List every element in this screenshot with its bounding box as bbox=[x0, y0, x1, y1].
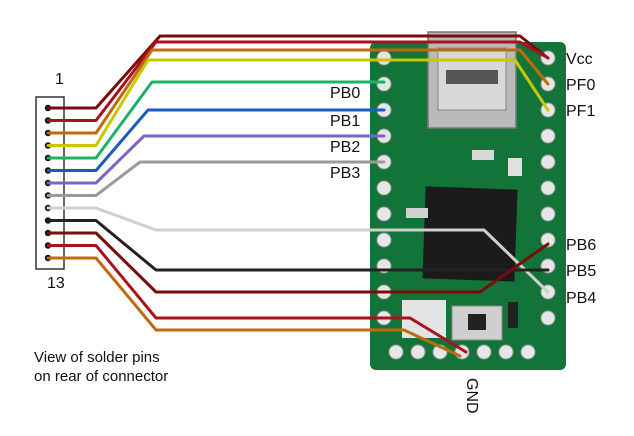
wire-black bbox=[46, 219, 550, 272]
board-pad bbox=[520, 344, 536, 360]
board-pad bbox=[540, 154, 556, 170]
pin-label-pb5: PB5 bbox=[566, 263, 597, 280]
board-pad bbox=[376, 76, 392, 92]
wire-red bbox=[46, 244, 468, 354]
pin-label-pb4: PB4 bbox=[566, 290, 597, 307]
wire-blue bbox=[46, 108, 386, 172]
wire-green bbox=[46, 80, 386, 160]
pin-label-pb1: PB1 bbox=[330, 113, 361, 130]
pin-label-pf0: PF0 bbox=[566, 77, 596, 94]
smd-component bbox=[508, 302, 518, 328]
board-pad bbox=[476, 344, 492, 360]
board-pad bbox=[376, 180, 392, 196]
board-pad bbox=[410, 344, 426, 360]
pin-label-pb6: PB6 bbox=[566, 237, 597, 254]
smd-component bbox=[472, 150, 494, 160]
note-line-1: View of solder pins bbox=[34, 349, 160, 366]
wire-lightgray bbox=[46, 206, 550, 294]
wire-gray bbox=[46, 160, 386, 197]
microcontroller-chip bbox=[422, 186, 518, 282]
connector-last-pin-number: 13 bbox=[47, 275, 65, 292]
pin-label-pb2: PB2 bbox=[330, 139, 361, 156]
connector-view-note: View of solder pins on rear of connector bbox=[34, 348, 168, 386]
board-pad bbox=[540, 128, 556, 144]
connector-block bbox=[35, 96, 65, 270]
board-pad bbox=[388, 344, 404, 360]
smd-component bbox=[406, 208, 428, 218]
pin-label-vcc: Vcc bbox=[566, 51, 593, 68]
wire-darkred bbox=[46, 231, 550, 294]
wire-purple bbox=[46, 134, 386, 185]
pin-label-pb3: PB3 bbox=[330, 165, 361, 182]
reset-button-cap bbox=[468, 314, 486, 330]
board-pad bbox=[540, 206, 556, 222]
wires bbox=[46, 34, 550, 358]
board-pad bbox=[376, 206, 392, 222]
board-pad bbox=[376, 50, 392, 66]
wire-red bbox=[46, 40, 550, 122]
pin-label-pb0: PB0 bbox=[330, 85, 361, 102]
board-pad bbox=[540, 310, 556, 326]
note-line-2: on rear of connector bbox=[34, 368, 169, 385]
smd-component bbox=[508, 158, 522, 176]
board-pad bbox=[498, 344, 514, 360]
board-pad bbox=[376, 232, 392, 248]
connector-first-pin-number: 1 bbox=[55, 71, 64, 88]
pin-label-pf1: PF1 bbox=[566, 103, 596, 120]
board-pad bbox=[540, 232, 556, 248]
usb-connector-slot bbox=[446, 70, 498, 84]
teensy-board bbox=[370, 31, 566, 370]
wire-orange bbox=[46, 256, 462, 358]
board-pad bbox=[540, 180, 556, 196]
pin-label-gnd: GND bbox=[463, 378, 480, 414]
wire-darkred bbox=[46, 34, 550, 110]
wire-yellow bbox=[46, 58, 550, 147]
wire-orange bbox=[46, 48, 550, 135]
